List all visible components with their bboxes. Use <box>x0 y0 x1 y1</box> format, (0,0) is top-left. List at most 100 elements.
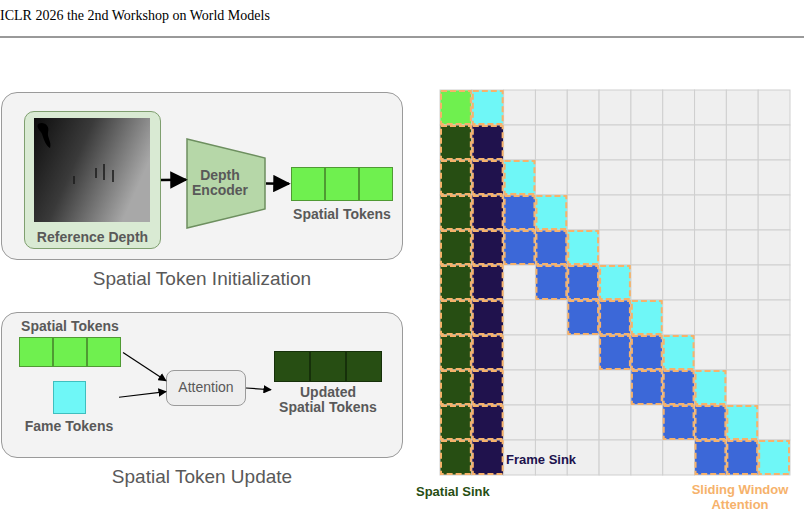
matrix-cell <box>504 90 536 125</box>
token-label: Spatial Tokens <box>289 207 395 222</box>
matrix-cell <box>440 370 472 405</box>
matrix-cell <box>535 300 567 335</box>
matrix-cell <box>695 440 727 475</box>
window-outline <box>473 441 503 474</box>
window-outline <box>600 266 630 299</box>
matrix-cell <box>567 370 599 405</box>
window-outline <box>536 266 566 299</box>
matrix-cell <box>567 335 599 370</box>
matrix-cell <box>472 125 504 160</box>
matrix-cell <box>567 300 599 335</box>
matrix-cell <box>695 300 727 335</box>
matrix-cell <box>726 370 758 405</box>
window-outline <box>727 441 757 474</box>
matrix-cell <box>726 195 758 230</box>
attention-matrix <box>440 90 790 475</box>
window-outline <box>759 441 789 474</box>
matrix-cell <box>758 265 790 300</box>
matrix-cell <box>599 300 631 335</box>
matrix-cell <box>440 195 472 230</box>
matrix-cell <box>472 265 504 300</box>
matrix-cell <box>440 90 472 125</box>
window-outline <box>664 336 694 369</box>
matrix-cell <box>663 300 695 335</box>
window-outline <box>473 231 503 264</box>
window-outline <box>600 336 630 369</box>
matrix-cell <box>631 90 663 125</box>
matrix-cell <box>599 335 631 370</box>
window-outline <box>473 301 503 334</box>
matrix-cell <box>726 265 758 300</box>
window-outline <box>536 196 566 229</box>
matrix-cell <box>631 125 663 160</box>
matrix-cell <box>472 230 504 265</box>
matrix-cell <box>440 405 472 440</box>
matrix-cell <box>535 405 567 440</box>
matrix-cell <box>695 90 727 125</box>
matrix-cell <box>504 405 536 440</box>
matrix-cell <box>695 195 727 230</box>
window-outline <box>441 371 471 404</box>
matrix-cell <box>631 370 663 405</box>
matrix-cell <box>504 265 536 300</box>
matrix-cell <box>663 265 695 300</box>
matrix-cell <box>567 160 599 195</box>
window-outline <box>727 406 757 439</box>
arrow-connector <box>161 179 186 182</box>
depth-map <box>34 118 150 222</box>
arrow-connector <box>119 392 166 398</box>
matrix-cell <box>663 405 695 440</box>
attention-box: Attention <box>166 370 246 406</box>
matrix-cell <box>440 265 472 300</box>
window-outline <box>473 126 503 159</box>
depth-detail <box>103 164 105 180</box>
window-outline <box>696 441 726 474</box>
arrow-connector <box>123 353 166 381</box>
matrix-cell <box>440 335 472 370</box>
matrix-cell <box>695 125 727 160</box>
section-panel: Spatial Token UpdateSpatial TokensFame T… <box>1 312 403 458</box>
matrix-cell <box>504 300 536 335</box>
window-outline <box>696 371 726 404</box>
window-outline <box>473 161 503 194</box>
token-square <box>53 381 86 414</box>
matrix-cell <box>567 195 599 230</box>
matrix-cell <box>663 440 695 475</box>
region-label: Sliding Window Attention <box>688 483 792 513</box>
matrix-cell <box>631 195 663 230</box>
matrix-cell <box>726 160 758 195</box>
depth-image <box>34 118 150 222</box>
matrix-cell <box>472 300 504 335</box>
matrix-cell <box>695 335 727 370</box>
token-square <box>87 337 121 367</box>
token-label: Spatial Tokens <box>17 319 123 334</box>
column-label: Spatial Sink <box>416 485 516 500</box>
window-outline <box>441 231 471 264</box>
window-outline <box>473 91 503 124</box>
matrix-cell <box>472 335 504 370</box>
window-outline <box>441 126 471 159</box>
encoder-label: Depth Encoder <box>192 168 248 199</box>
matrix-cell <box>535 125 567 160</box>
depth-detail <box>73 176 75 184</box>
matrix-cell <box>440 440 472 475</box>
matrix-cell <box>535 160 567 195</box>
matrix-cell <box>567 230 599 265</box>
matrix-cell <box>472 195 504 230</box>
matrix-cell <box>758 230 790 265</box>
matrix-cell <box>599 405 631 440</box>
matrix-cell <box>726 90 758 125</box>
token-square <box>53 337 87 367</box>
token-square <box>291 167 325 201</box>
matrix-cell <box>504 370 536 405</box>
matrix-cell <box>440 125 472 160</box>
depth-detail <box>112 170 114 182</box>
token-square <box>346 351 382 382</box>
matrix-cell <box>695 230 727 265</box>
matrix-cell <box>758 125 790 160</box>
window-outline <box>505 231 535 264</box>
matrix-cell <box>726 125 758 160</box>
matrix-cell <box>663 125 695 160</box>
panel-title: Spatial Token Update <box>2 467 402 488</box>
